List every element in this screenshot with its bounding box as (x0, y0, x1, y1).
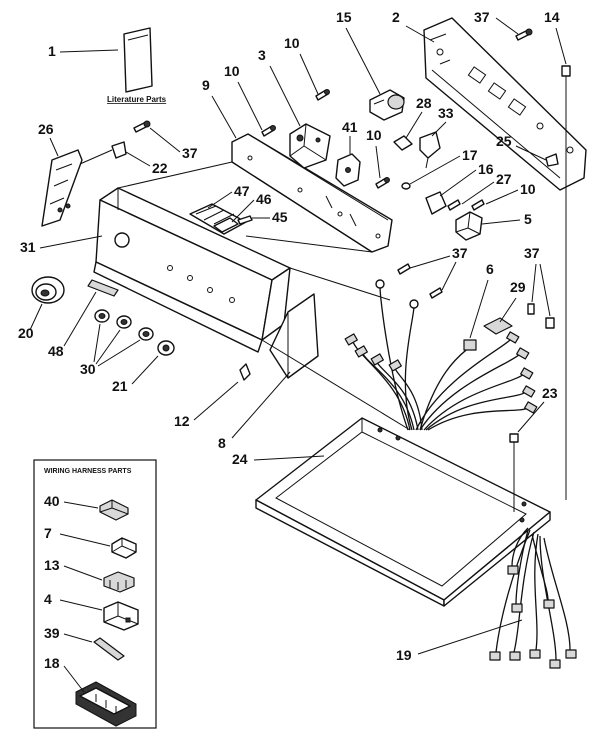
push-button (157, 340, 175, 356)
callout-45: 45 (272, 209, 288, 225)
callout-24: 24 (232, 451, 248, 467)
clip (111, 141, 127, 159)
washer (401, 182, 411, 190)
screw-25 (545, 153, 559, 167)
callout-29: 29 (510, 279, 526, 295)
screw (471, 199, 485, 211)
terminal-39 (93, 637, 125, 661)
screw (429, 287, 443, 299)
knob-bracket (41, 149, 83, 227)
callout-13: 13 (44, 557, 60, 573)
harness-box-title: WIRING HARNESS PARTS (44, 468, 132, 475)
callout-30: 30 (80, 361, 96, 377)
callout-9: 9 (202, 77, 210, 93)
control-console (93, 187, 291, 353)
wiring-harness (344, 279, 538, 431)
callout-8: 8 (218, 435, 226, 451)
callout-33: 33 (438, 105, 454, 121)
timer (289, 123, 331, 169)
screw (447, 199, 461, 211)
callout-23: 23 (542, 385, 558, 401)
connector-13 (103, 571, 135, 593)
push-to-start-switch (419, 131, 441, 169)
rear-control-panel (423, 17, 587, 191)
screw (545, 317, 555, 329)
callout-19: 19 (396, 647, 412, 663)
callout-40: 40 (44, 493, 60, 509)
callout-10-c: 10 (366, 127, 382, 143)
callout-37-b: 37 (474, 9, 490, 25)
screw (239, 363, 251, 381)
callout-10-d: 10 (520, 181, 536, 197)
callout-12: 12 (174, 413, 190, 429)
signal-lens (87, 279, 119, 297)
callout-26: 26 (38, 121, 54, 137)
callout-37-a: 37 (182, 145, 198, 161)
callout-25: 25 (496, 133, 512, 149)
screw (315, 89, 330, 101)
callout-39: 39 (44, 625, 60, 641)
screw (561, 65, 571, 300)
connector-18 (75, 681, 137, 727)
screw (261, 125, 276, 137)
callout-47: 47 (234, 183, 250, 199)
rotary-switch (335, 153, 361, 187)
timer-knob (31, 276, 65, 304)
callout-14: 14 (544, 9, 560, 25)
switch-16 (425, 191, 447, 215)
connector-4 (103, 601, 139, 631)
screw (375, 177, 390, 189)
callout-37-d: 37 (524, 245, 540, 261)
callout-37-c: 37 (452, 245, 468, 261)
screw-23 (509, 433, 519, 443)
callout-17: 17 (462, 147, 478, 163)
screw (527, 303, 535, 315)
callout-28: 28 (416, 95, 432, 111)
callout-1: 1 (48, 43, 56, 59)
callout-46: 46 (256, 191, 272, 207)
control-knobs (94, 309, 154, 341)
callout-6: 6 (486, 261, 494, 277)
console-end-cap (269, 293, 319, 379)
callout-18: 18 (44, 655, 60, 671)
callout-22: 22 (152, 160, 168, 176)
screw (237, 215, 253, 225)
callout-16: 16 (478, 161, 494, 177)
callout-5: 5 (524, 211, 532, 227)
clip-28 (393, 135, 413, 151)
switch-5 (455, 211, 483, 241)
callout-10-b: 10 (284, 35, 300, 51)
lower-wiring-harness (489, 527, 577, 669)
connector-7 (111, 537, 137, 559)
harness-parts-box (33, 459, 157, 729)
callout-48: 48 (48, 343, 64, 359)
callout-15: 15 (336, 9, 352, 25)
callout-2: 2 (392, 9, 400, 25)
literature-booklet (123, 27, 153, 93)
screw (515, 28, 533, 41)
callout-7: 7 (44, 525, 52, 541)
top-panel (255, 300, 567, 607)
connector-40 (99, 499, 129, 521)
harness-clip (483, 317, 513, 335)
callout-27: 27 (496, 171, 512, 187)
literature-caption: Literature Parts (107, 95, 167, 104)
callout-10-a: 10 (224, 63, 240, 79)
callout-20: 20 (18, 325, 34, 341)
callout-21: 21 (112, 378, 128, 394)
callout-4: 4 (44, 591, 52, 607)
screw (133, 120, 151, 133)
end-of-cycle-signal (369, 89, 405, 121)
callout-41: 41 (342, 119, 358, 135)
callout-31: 31 (20, 239, 36, 255)
callout-3: 3 (258, 47, 266, 63)
